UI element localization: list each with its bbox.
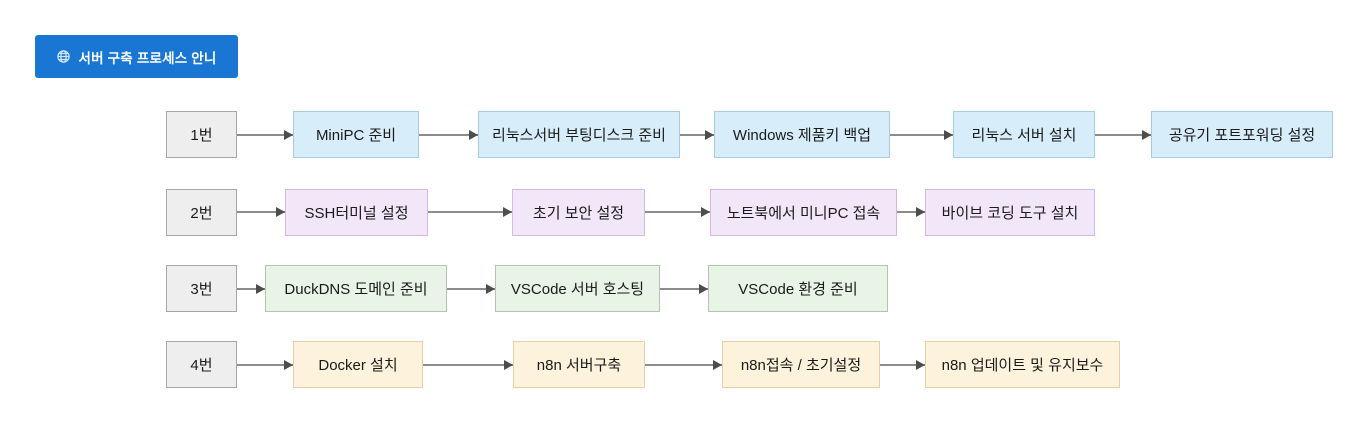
row3-number-box: 3번 (166, 265, 237, 312)
flow-arrow (237, 206, 285, 217)
row3-step-3: VSCode 환경 준비 (708, 265, 888, 312)
row4-step-3: n8n접속 / 초기설정 (722, 341, 880, 388)
row4-step-1: Docker 설치 (293, 341, 423, 388)
row1-step-1: MiniPC 준비 (293, 111, 419, 158)
row3-step-2: VSCode 서버 호스팅 (495, 265, 660, 312)
page-title: 서버 구축 프로세스 안니 (78, 50, 217, 66)
row1-step-4: 리눅스 서버 설치 (953, 111, 1095, 158)
row1-step-3: Windows 제품키 백업 (714, 111, 890, 158)
row2-step-2: 초기 보안 설정 (512, 189, 645, 236)
flow-arrow (890, 129, 953, 140)
flow-arrow (237, 359, 293, 370)
flow-arrow (237, 283, 265, 294)
flow-arrow (660, 283, 708, 294)
row2-step-4: 바이브 코딩 도구 설치 (925, 189, 1095, 236)
row1-step-2: 리눅스서버 부팅디스크 준비 (478, 111, 680, 158)
row3-step-1: DuckDNS 도메인 준비 (265, 265, 447, 312)
flow-arrow (880, 359, 925, 370)
row4-number-box: 4번 (166, 341, 237, 388)
row2-step-3: 노트북에서 미니PC 접속 (710, 189, 897, 236)
row2-step-1: SSH터미널 설정 (285, 189, 428, 236)
row1-number-box: 1번 (166, 111, 237, 158)
flow-arrow (897, 206, 925, 217)
flow-arrow (419, 129, 478, 140)
flow-arrow (1095, 129, 1151, 140)
flow-arrow (423, 359, 513, 370)
row4-step-4: n8n 업데이트 및 유지보수 (925, 341, 1120, 388)
flow-arrow (645, 359, 722, 370)
row2-number-box: 2번 (166, 189, 237, 236)
globe-icon (56, 49, 71, 64)
flow-arrow (447, 283, 495, 294)
title-badge: 서버 구축 프로세스 안니 (35, 35, 238, 78)
flow-arrow (237, 129, 293, 140)
row4-step-2: n8n 서버구축 (513, 341, 645, 388)
row1-step-5: 공유기 포트포워딩 설정 (1151, 111, 1333, 158)
flow-arrow (428, 206, 512, 217)
flow-arrow (680, 129, 714, 140)
flow-arrow (645, 206, 710, 217)
